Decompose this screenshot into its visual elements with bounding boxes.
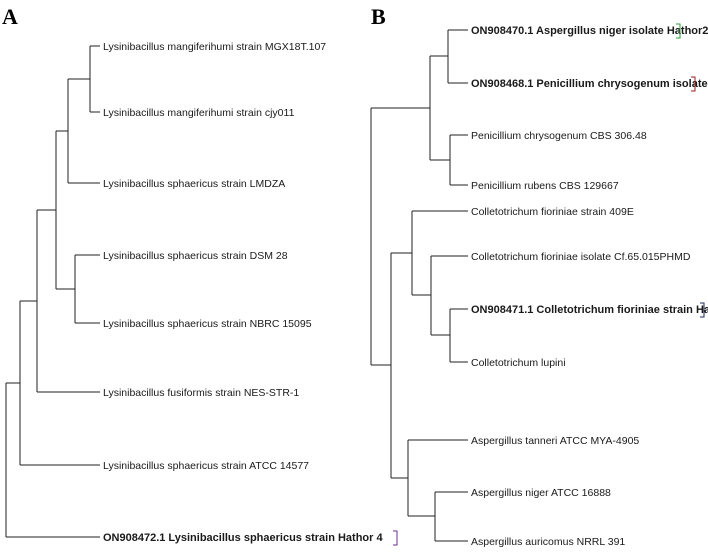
leaf-label: Aspergillus niger ATCC 16888 (471, 487, 611, 499)
panel-a: A Lysinibacillus mangiferihumi strain MG… (2, 4, 398, 546)
leaf-label: Lysinibacillus fusiformis strain NES-STR… (103, 387, 299, 399)
panel-b-label: B (371, 4, 386, 29)
leaf-label: Aspergillus auricomus NRRL 391 (471, 536, 625, 548)
panel-b-branches (370, 29, 468, 542)
panel-a-leaf-labels: Lysinibacillus mangiferihumi strain MGX1… (103, 41, 398, 546)
panel-a-branches (5, 45, 100, 538)
highlight-bracket (676, 23, 681, 39)
highlighted-leaf-label: ON908468.1 Penicillium chrysogenum isola… (471, 78, 708, 90)
panel-a-label: A (2, 4, 18, 29)
highlight-bracket (700, 302, 705, 318)
highlight-bracket (691, 76, 696, 92)
leaf-label: Colletotrichum fioriniae isolate Cf.65.0… (471, 251, 691, 263)
leaf-label: Lysinibacillus sphaericus strain ATCC 14… (103, 460, 309, 472)
leaf-label: Aspergillus tanneri ATCC MYA-4905 (471, 435, 639, 447)
highlighted-leaf-label: ON908470.1 Aspergillus niger isolate Hat… (471, 25, 708, 37)
leaf-label: Lysinibacillus sphaericus strain NBRC 15… (103, 318, 312, 330)
leaf-label: Lysinibacillus sphaericus strain LMDZA (103, 178, 285, 190)
leaf-label: Lysinibacillus mangiferihumi strain cjy0… (103, 107, 295, 119)
leaf-label: Lysinibacillus sphaericus strain DSM 28 (103, 250, 288, 262)
leaf-label: Colletotrichum fioriniae strain 409E (471, 206, 634, 218)
leaf-label: Penicillium chrysogenum CBS 306.48 (471, 130, 647, 142)
highlighted-leaf-label: ON908471.1 Colletotrichum fioriniae stra… (471, 304, 708, 316)
panel-b: B ON908470.1 Aspergillus niger isolate H… (370, 4, 708, 548)
leaf-label: Colletotrichum lupini (471, 357, 566, 369)
leaf-label: Penicillium rubens CBS 129667 (471, 180, 619, 192)
highlighted-leaf-label: ON908472.1 Lysinibacillus sphaericus str… (103, 532, 383, 544)
leaf-label: Lysinibacillus mangiferihumi strain MGX1… (103, 41, 326, 53)
panel-b-leaf-labels: ON908470.1 Aspergillus niger isolate Hat… (471, 23, 708, 548)
highlight-bracket (393, 530, 398, 546)
